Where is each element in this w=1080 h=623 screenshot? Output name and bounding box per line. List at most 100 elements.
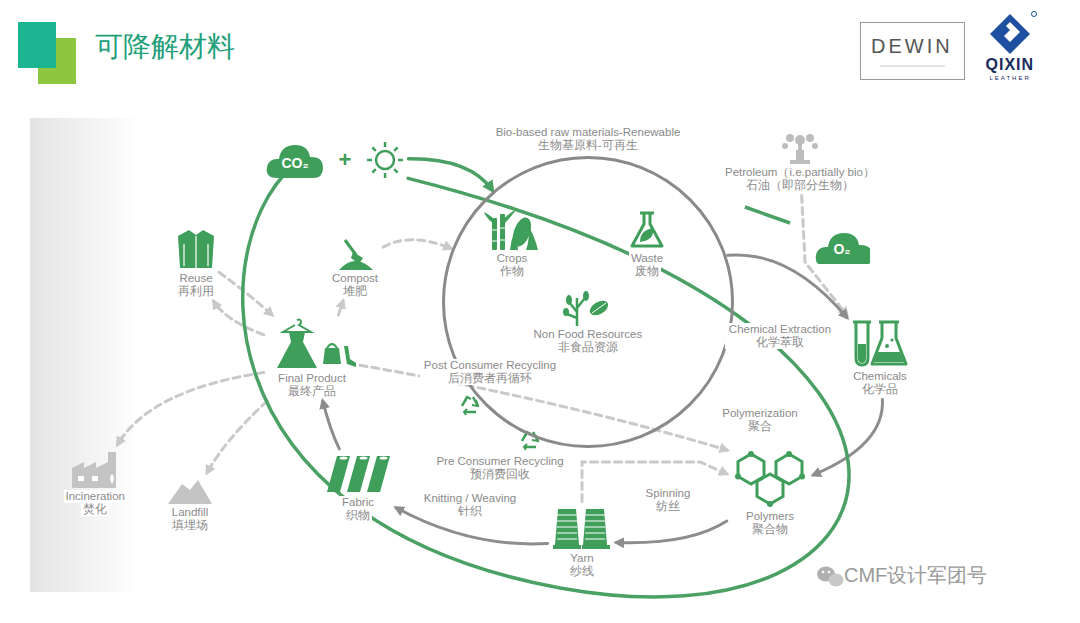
icon-row [176,228,216,270]
edge-label: Pre Consumer Recycling 预消费回收 [433,455,568,481]
icon-row [267,318,357,370]
node-label-zh: 最终产品 [286,385,338,398]
recycle-flow-arrow [338,301,343,315]
fabric-icon [323,452,393,494]
icon-row [335,238,375,270]
recycle-flow-arrow [219,272,272,315]
icon-frame [563,290,613,326]
recycle-symbol [462,397,478,415]
process-arrow [323,401,340,449]
node-label-zh: 聚合物 [750,523,790,536]
node-label-zh: 石油（即部分生物） [744,179,856,192]
icon-row: CO₂ [265,140,405,180]
icon-frame [323,452,393,494]
carbon-flow-arrow [409,159,493,191]
recycle-flow-arrow [207,401,267,473]
recycle-flow-arrow [118,373,264,445]
petroleum-icon [778,130,822,164]
nonfood-icon [563,290,613,326]
dewin-frame [861,23,965,80]
waste-icon [627,210,667,250]
node-label-zh: 化学品 [860,383,900,396]
polymers-node: Polymers聚合物 [730,450,810,536]
edge-label: Bio-based raw materials-Renewable 生物基原料-… [492,126,684,152]
icon-frame [267,318,357,370]
node-label-zh: 作物 [498,265,526,278]
node-label-en: Incineration [64,490,127,503]
carbon-flow-arrow [243,160,849,597]
icon-frame [850,318,910,368]
node-label-en: Crops [495,252,530,265]
landfill-icon [166,476,214,504]
incineration-node: Incineration焚化 [64,448,127,516]
title-square-teal [18,22,56,68]
edge-label: Knitting / Weaving 针织 [420,492,520,518]
icon-frame [70,448,120,488]
icon-frame [627,210,667,250]
node-label-en: Petroleum（i.e.partially bio） [723,166,877,179]
edge-label: Polymerization 聚合 [719,407,802,433]
icon-frame: CO₂ [265,140,325,180]
icon-frame [176,228,216,270]
process-arrow [617,521,727,543]
reuse-node: Reuse再利用 [176,228,216,298]
icon-row [551,505,613,550]
recycle-flow-arrow [383,240,451,248]
polymers-icon [730,450,810,508]
qixin-diamond [990,12,1037,55]
node-label-en: Landfill [170,506,210,519]
process-arrow [728,255,847,318]
node-label-en: Yarn [568,552,595,565]
reuse-icon [176,228,216,270]
icon-frame [166,476,214,504]
edge-label: Spinning 纺丝 [642,487,694,513]
incin-icon [70,448,120,488]
wechat-icon [817,567,844,587]
circle-outline [442,156,734,448]
icon-row: O₂ [814,228,870,264]
final-icon [267,318,357,370]
chemicals-node: Chemicals化学品 [850,318,910,396]
brand-logo-text: DEWIN [871,34,953,58]
compost-node: Compost堆肥 [330,238,380,298]
edge-label: Post Consumer Recycling 后消费者再循环 [420,359,560,385]
icon-row [730,450,810,508]
watermark: CMF设计军团号 [844,563,987,587]
node-label-en: Polymers [744,510,796,523]
icon-row [484,210,540,250]
icon-row [563,290,613,326]
icon-frame: O₂ [814,228,870,264]
raw-material-circle: Crops作物 Waste废物 Non Food Resources非食品资源 [442,156,734,448]
node-label-zh: 堆肥 [341,285,369,298]
node-label-en: Waste [629,252,665,265]
carbon-stroke [745,207,790,223]
chemicals-icon [850,318,910,368]
icon-frame [730,450,810,508]
crops-icon [484,210,540,250]
node-label-zh: 织物 [344,509,372,522]
icon-row [627,210,667,250]
icon-frame [551,505,613,550]
brand-tagline: LEATHER [990,74,1031,82]
node-label-en: Fabric [340,496,376,509]
dewin-tagline-rule [880,66,945,67]
node-label-zh: 再利用 [176,285,216,298]
compost-icon [335,238,375,270]
sun-icon [365,140,405,180]
gas-label: O₂ [833,241,850,257]
final-product-node: Final Product最终产品 [267,318,357,398]
icon-frame [484,210,540,250]
icon-row [850,318,910,368]
icon-frame [778,130,822,164]
yarn-icon [551,505,613,550]
node-label-zh: 非食品资源 [556,341,620,354]
icon-row [70,448,120,488]
node-label-en: Non Food Resources [532,328,645,341]
landfill-node: Landfill填埋场 [166,476,214,532]
recycle-flow-arrow [214,301,264,335]
icon-row [778,130,822,164]
non-food-node: Non Food Resources非食品资源 [532,290,645,354]
waste-node: Waste废物 [627,210,667,278]
